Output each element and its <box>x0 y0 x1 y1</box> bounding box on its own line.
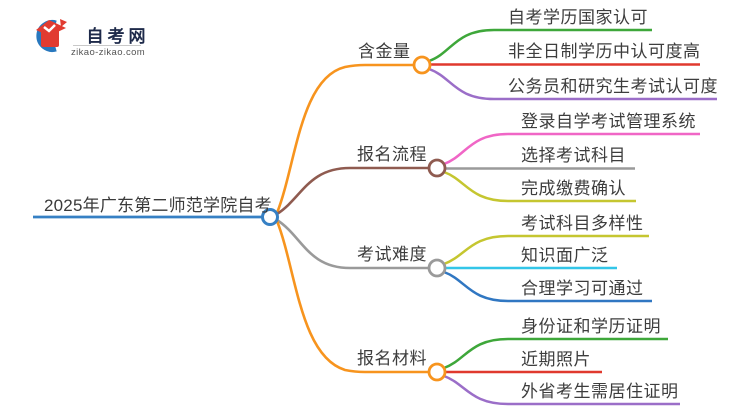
site-logo: 自考网 zikao-zikao.com <box>30 14 160 60</box>
branch-node-circle <box>427 362 447 382</box>
logo-domain: zikao-zikao.com <box>71 47 146 58</box>
branch-node-circle <box>427 158 447 178</box>
leaf-label: 登录自学考试管理系统 <box>521 112 696 131</box>
leaf-label: 知识面广泛 <box>521 246 609 265</box>
leaf-underline <box>443 170 636 203</box>
branch-node-circle <box>427 258 447 278</box>
leaf-label: 考试科目多样性 <box>521 214 644 233</box>
leaf-underline <box>443 270 652 303</box>
logo-divider <box>73 45 141 46</box>
branch-label-hanjinliang: 含金量 <box>358 42 411 61</box>
leaf-underline <box>443 234 649 266</box>
root-node-circle <box>261 208 279 226</box>
leaf-label: 完成缴费确认 <box>521 179 626 198</box>
logo-title: 自考网 <box>86 27 150 46</box>
leaf-label: 外省考生需居住证明 <box>521 382 679 401</box>
graduation-cap-icon <box>36 19 67 52</box>
branch-node-circle <box>412 55 432 75</box>
leaf-label: 选择考试科目 <box>521 146 626 165</box>
leaf-label: 公务员和研究生考试认可度 <box>508 77 718 96</box>
leaf-underline <box>443 132 700 166</box>
branch-curve-hanjinliang <box>275 63 414 214</box>
leaf-label: 非全日制学历中认可度高 <box>508 42 701 61</box>
leaf-underline <box>428 67 717 101</box>
leaf-underline <box>443 337 668 370</box>
leaf-underline <box>443 374 680 406</box>
branch-curve-baomingcailiao <box>275 220 429 374</box>
leaf-label: 近期照片 <box>521 350 591 369</box>
branch-label-baomingcailiao: 报名材料 <box>357 349 427 368</box>
leaf-label: 自考学历国家认可 <box>508 8 648 27</box>
leaf-underline <box>428 28 652 63</box>
branch-label-baomingliucheng: 报名流程 <box>357 145 427 164</box>
leaf-label: 合理学习可通过 <box>521 279 644 298</box>
branch-curve-kaoshinandu <box>276 218 429 270</box>
branch-label-kaoshinandu: 考试难度 <box>357 245 427 264</box>
branch-curve-baomingliucheng <box>276 166 429 216</box>
leaf-label: 身份证和学历证明 <box>521 317 661 336</box>
root-node-label: 2025年广东第二师范学院自考 <box>44 196 272 215</box>
